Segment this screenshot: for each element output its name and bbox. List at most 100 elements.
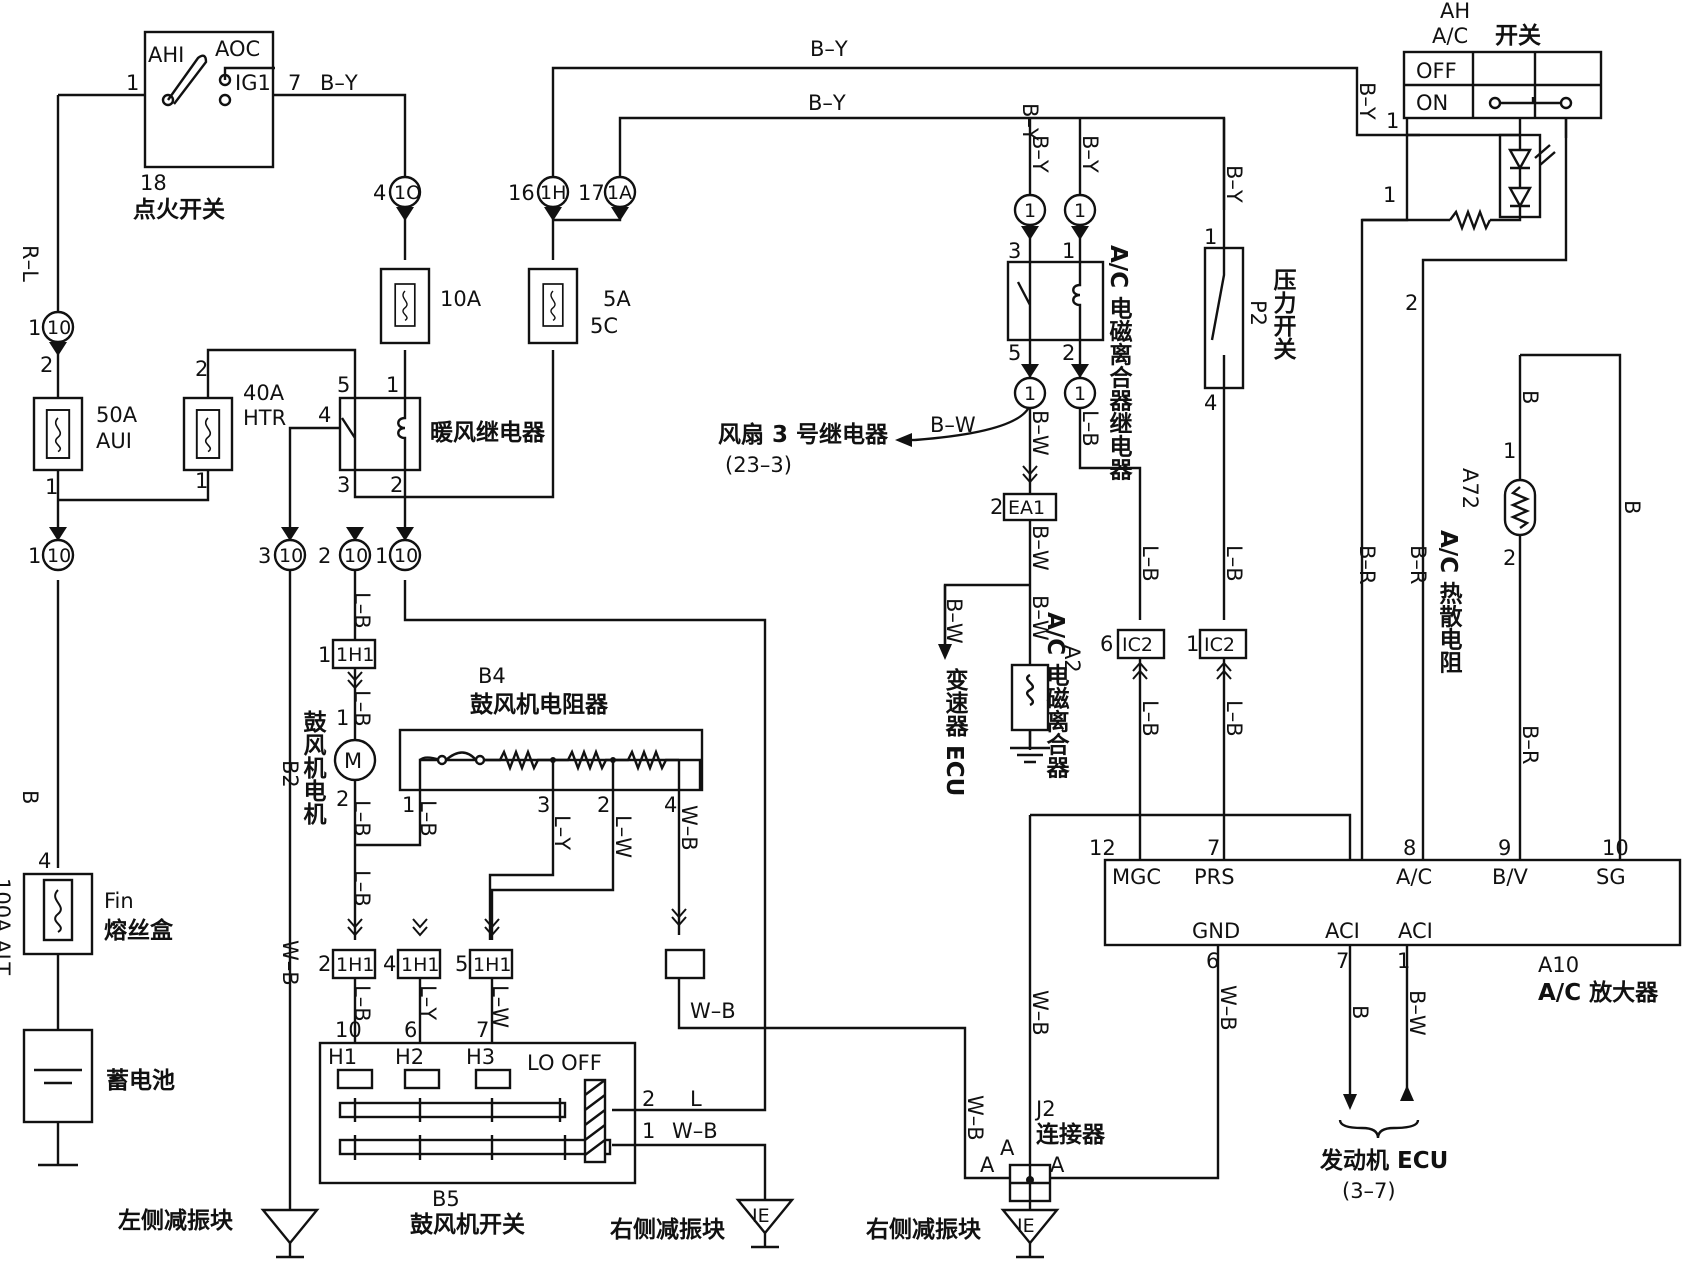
ac-clutch-name: A/C 电磁离合器 <box>1042 612 1071 779</box>
wire-label-bw: B–W <box>1028 595 1052 641</box>
connector-10-top: 10 <box>41 310 75 344</box>
wire-label-wb: W–B <box>1028 990 1052 1036</box>
pin-1: 1 <box>126 71 139 95</box>
ac-switch-name: A/C <box>1432 24 1468 48</box>
pin-3: 3 <box>258 544 271 568</box>
blower-switch-h1: H1 <box>328 1045 357 1069</box>
wire-label-rl: R–L <box>18 245 42 282</box>
pin-2: 2 <box>390 473 403 497</box>
blower-switch-name: 鼓风机开关 <box>410 1211 525 1238</box>
blower-switch-h3: H3 <box>466 1045 495 1069</box>
pin-1: 1 <box>28 316 41 340</box>
label-aoc: AOC <box>215 37 260 61</box>
amplifier-code: A10 <box>1538 953 1579 977</box>
pin-2: 2 <box>318 544 331 568</box>
svg-text:1H1: 1H1 <box>401 954 439 976</box>
svg-text:10: 10 <box>394 545 418 567</box>
amp-ac: A/C <box>1396 865 1432 889</box>
fuse-fin <box>22 872 94 956</box>
blower-resistor-name: 鼓风机电阻器 <box>470 692 609 718</box>
fuse-5a <box>527 267 579 345</box>
wire-label-l: L <box>690 1087 702 1111</box>
connector-ie: IE <box>1017 1215 1035 1237</box>
svg-text:10: 10 <box>47 545 71 567</box>
pin-2: 2 <box>597 793 610 817</box>
fuse-50a-rating: 50A <box>96 403 138 427</box>
resistor <box>1449 208 1492 232</box>
svg-text:IC2: IC2 <box>1122 634 1153 656</box>
wire-label-bw: B–W <box>942 598 966 644</box>
wire-label-wb: W–B <box>677 805 701 851</box>
wire-label-lb: L–B <box>416 800 440 837</box>
wire-label-lb: L–B <box>350 870 374 907</box>
pin-4: 4 <box>38 849 51 873</box>
ac-clutch <box>1010 663 1050 732</box>
fuse-fin-rating: 100A ALT <box>0 878 14 975</box>
pin-1: 1 <box>195 469 208 493</box>
connector-10-d: 10 <box>388 538 422 572</box>
wires <box>56 66 1622 1210</box>
svg-text:1: 1 <box>1074 200 1086 222</box>
connector-1h1-a: 1H1 <box>331 638 377 670</box>
connector-10-a: 10 <box>41 538 75 572</box>
svg-text:1: 1 <box>1074 383 1086 405</box>
heater-relay <box>338 396 422 472</box>
svg-text:1H: 1H <box>540 182 566 204</box>
pin-10: 10 <box>1602 836 1629 860</box>
wire-label-lw: L–W <box>488 985 512 1028</box>
wire-label-lb: L–B <box>1138 700 1162 737</box>
pin-7: 7 <box>288 71 301 95</box>
tcu-label: 变速器 ECU <box>941 667 970 796</box>
pin-7: 7 <box>1207 836 1220 860</box>
svg-text:1A: 1A <box>607 182 632 204</box>
pin-1: 1 <box>28 544 41 568</box>
svg-text:1H1: 1H1 <box>336 644 374 666</box>
pin-5: 5 <box>337 373 350 397</box>
wire-label-bw: B–W <box>1028 525 1052 571</box>
pin-3: 3 <box>337 473 350 497</box>
arrow-down <box>1343 1094 1357 1110</box>
fan-relay-ref: (23–3) <box>725 453 792 477</box>
pin-8: 8 <box>1403 836 1416 860</box>
wire-label-lb: L–B <box>1222 700 1246 737</box>
fan-relay-label: 风扇 3 号继电器 <box>718 421 889 448</box>
pin-1: 1 <box>375 544 388 568</box>
wire-label-wb: W–B <box>1216 985 1240 1031</box>
pin-6: 6 <box>404 1018 417 1042</box>
pin-4: 4 <box>664 793 677 817</box>
connector-1h1-b: 1H1 <box>331 948 377 980</box>
pin-1: 1 <box>1186 632 1199 656</box>
wire-label-lb: L–B <box>350 690 374 727</box>
pin-4: 4 <box>383 952 396 976</box>
wire-label-lb: L–B <box>1138 545 1162 582</box>
connector-1-a: 1 <box>1013 193 1047 227</box>
blower-resistor-code: B4 <box>478 664 506 688</box>
svg-text:1H1: 1H1 <box>336 954 374 976</box>
ac-switch-code: AH <box>1440 0 1470 23</box>
fuse-50a-code: AUI <box>96 429 132 453</box>
arrow-left <box>895 433 912 447</box>
svg-text:M: M <box>344 749 362 773</box>
pin-9: 9 <box>1498 836 1511 860</box>
fuse-5a-rating: 5A <box>603 287 631 311</box>
pin-1: 1 <box>1383 183 1396 207</box>
wire-label-br: B–R <box>1518 725 1542 765</box>
fuse-10a <box>379 267 431 345</box>
connector-1-c: 1 <box>1013 376 1047 410</box>
wire-label-by: B–Y <box>1028 135 1052 173</box>
wire-label-b: B <box>18 790 42 804</box>
pin-2: 2 <box>195 357 208 381</box>
wire-label-b: B <box>1620 500 1644 514</box>
pin-1: 1 <box>336 706 349 730</box>
pin-4: 4 <box>318 403 331 427</box>
wire-label-wb: W–B <box>672 1119 718 1143</box>
amp-aci: ACI <box>1398 919 1433 943</box>
ac-clutch-code: A2 <box>1060 645 1084 673</box>
fuse-50a <box>32 396 84 472</box>
ac-switch-off: OFF <box>1416 59 1457 83</box>
wire-label-ly: L–Y <box>416 985 440 1020</box>
joint-connector <box>1008 1163 1052 1203</box>
pin-4: 4 <box>373 181 386 205</box>
pin-2: 2 <box>990 495 1003 519</box>
